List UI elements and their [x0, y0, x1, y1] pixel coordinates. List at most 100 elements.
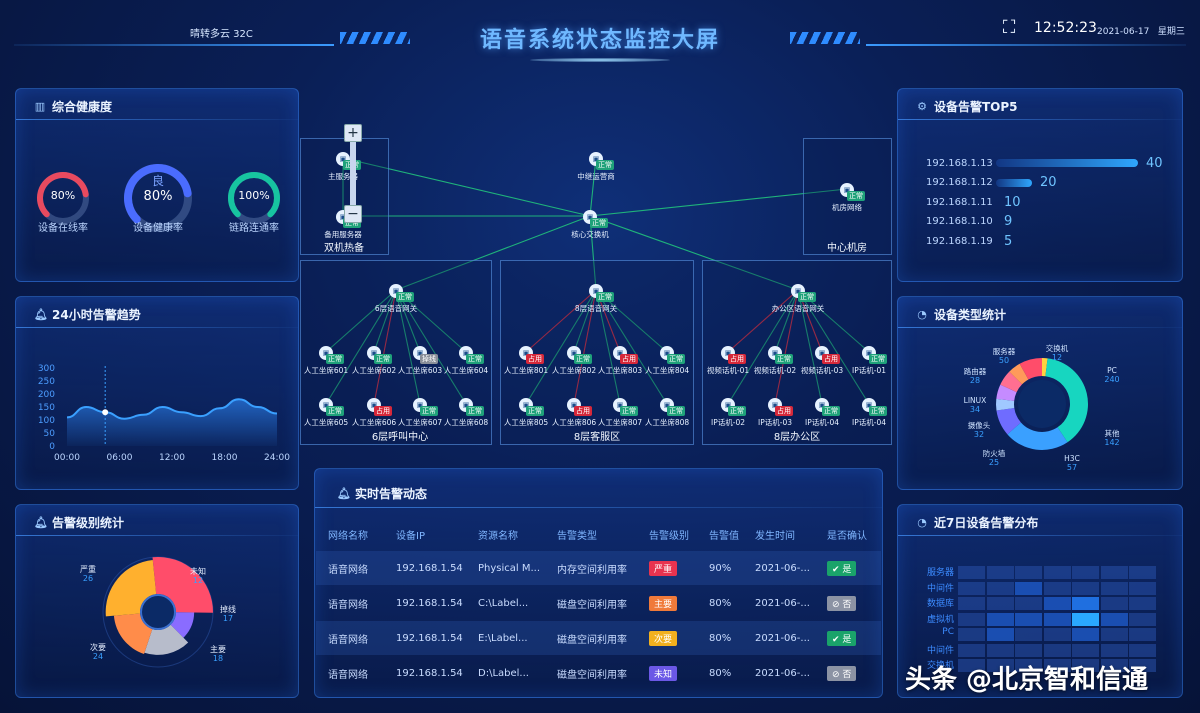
heatmap-cell[interactable] [958, 643, 985, 657]
node-a606[interactable]: ▣占用人工坐席606 [339, 398, 409, 428]
device-slice-8[interactable] [1019, 358, 1042, 380]
node-a602[interactable]: ▣正常人工坐席602 [339, 346, 409, 376]
heatmap-cell[interactable] [1100, 597, 1128, 610]
node-bei[interactable]: ▣正常备用服务器 [308, 210, 378, 240]
node-a808[interactable]: ▣正常人工坐席808 [632, 398, 702, 428]
level-slice-3[interactable] [113, 613, 153, 654]
heatmap-cell[interactable] [1072, 628, 1099, 641]
zoom-slider[interactable] [350, 130, 356, 218]
heatmap-cell[interactable] [1129, 643, 1156, 657]
node-a601[interactable]: ▣正常人工坐席601 [291, 346, 361, 376]
heatmap-cell[interactable] [1129, 581, 1156, 595]
node-a607[interactable]: ▣正常人工坐席607 [385, 398, 455, 428]
zoom-out-button[interactable]: − [344, 205, 362, 223]
heatmap-cell[interactable] [958, 628, 985, 641]
heatmap-cell[interactable] [1100, 581, 1128, 595]
node-a806[interactable]: ▣占用人工坐席806 [539, 398, 609, 428]
heatmap-cell[interactable] [986, 597, 1014, 610]
heatmap-cell[interactable] [1072, 659, 1099, 672]
heatmap-cell[interactable] [986, 643, 1014, 657]
heatmap-cell[interactable] [1043, 566, 1071, 579]
node-hx[interactable]: ▣正常核心交换机 [555, 210, 625, 240]
fullscreen-icon[interactable]: ⛶ [1002, 17, 1016, 38]
heatmap-cell[interactable] [1072, 612, 1099, 626]
confirm-badge[interactable]: ✔ 是 [827, 630, 857, 646]
heatmap-cell[interactable] [1100, 643, 1128, 657]
device-slice-6[interactable] [1000, 371, 1023, 393]
node-a802[interactable]: ▣正常人工坐席802 [539, 346, 609, 376]
trend-cursor-point[interactable] [102, 409, 109, 416]
heatmap-cell[interactable] [1015, 659, 1042, 672]
node-a603[interactable]: ▣掉线人工坐席603 [385, 346, 455, 376]
node-a604[interactable]: ▣正常人工坐席604 [431, 346, 501, 376]
node-zhu[interactable]: ▣正常主服务器 [308, 152, 378, 182]
heatmap-cell[interactable] [958, 597, 985, 610]
heatmap-cell[interactable] [1129, 628, 1156, 641]
device-slice-5[interactable] [996, 384, 1017, 401]
device-slice-7[interactable] [1009, 363, 1029, 385]
heatmap-cell[interactable] [1100, 612, 1128, 626]
heatmap-cell[interactable] [1100, 659, 1128, 672]
node-a804[interactable]: ▣正常人工坐席804 [632, 346, 702, 376]
node-jf[interactable]: ▣正常机房网络 [812, 183, 882, 213]
heatmap-cell[interactable] [1043, 628, 1071, 641]
device-slice-2[interactable] [1007, 422, 1068, 450]
heatmap-cell[interactable] [986, 566, 1014, 579]
heatmap-cell[interactable] [1043, 581, 1071, 595]
zoom-in-button[interactable]: + [344, 124, 362, 142]
node-zj[interactable]: ▣正常中继运营商 [561, 152, 631, 182]
heatmap-cell[interactable] [1015, 643, 1042, 657]
heatmap-cell[interactable] [1129, 597, 1156, 610]
heatmap-cell[interactable] [1043, 612, 1071, 626]
heatmap-cell[interactable] [958, 566, 985, 579]
heatmap-cell[interactable] [1072, 643, 1099, 657]
heatmap-cell[interactable] [1043, 643, 1071, 657]
device-slice-0[interactable] [1042, 358, 1048, 377]
heatmap-cell[interactable] [1129, 566, 1156, 579]
node-a807[interactable]: ▣正常人工坐席807 [585, 398, 655, 428]
node-a608[interactable]: ▣正常人工坐席608 [431, 398, 501, 428]
level-slice-1[interactable] [170, 612, 195, 638]
heatmap-cell[interactable] [1043, 597, 1071, 610]
heatmap-cell[interactable] [1129, 612, 1156, 626]
heatmap-cell[interactable] [1072, 597, 1099, 610]
device-slice-1[interactable] [1045, 358, 1088, 443]
heatmap-cell[interactable] [1043, 659, 1071, 672]
device-slice-4[interactable] [996, 398, 1015, 411]
heatmap-cell[interactable] [1015, 581, 1042, 595]
level-slice-0[interactable] [152, 557, 213, 613]
heatmap-cell[interactable] [1015, 628, 1042, 641]
heatmap-cell[interactable] [986, 628, 1014, 641]
heatmap-cell[interactable] [986, 612, 1014, 626]
node-v03[interactable]: ▣占用视频话机-03 [787, 346, 857, 376]
heatmap-cell[interactable] [1015, 566, 1042, 579]
heatmap-cell[interactable] [986, 581, 1014, 595]
confirm-badge[interactable]: ⊘ 否 [827, 595, 857, 611]
heatmap-cell[interactable] [958, 612, 985, 626]
node-v02[interactable]: ▣正常视频话机-02 [740, 346, 810, 376]
heatmap-cell[interactable] [1129, 659, 1156, 672]
node-a805[interactable]: ▣正常人工坐席805 [491, 398, 561, 428]
heatmap-cell[interactable] [958, 581, 985, 595]
level-slice-4[interactable] [105, 559, 157, 617]
confirm-badge[interactable]: ✔ 是 [827, 560, 857, 576]
confirm-badge[interactable]: ⊘ 否 [827, 665, 857, 681]
heatmap-cell[interactable] [1015, 612, 1042, 626]
heatmap-cell[interactable] [1100, 628, 1128, 641]
heatmap-cell[interactable] [1100, 566, 1128, 579]
node-a605[interactable]: ▣正常人工坐席605 [291, 398, 361, 428]
node-a801[interactable]: ▣占用人工坐席801 [491, 346, 561, 376]
